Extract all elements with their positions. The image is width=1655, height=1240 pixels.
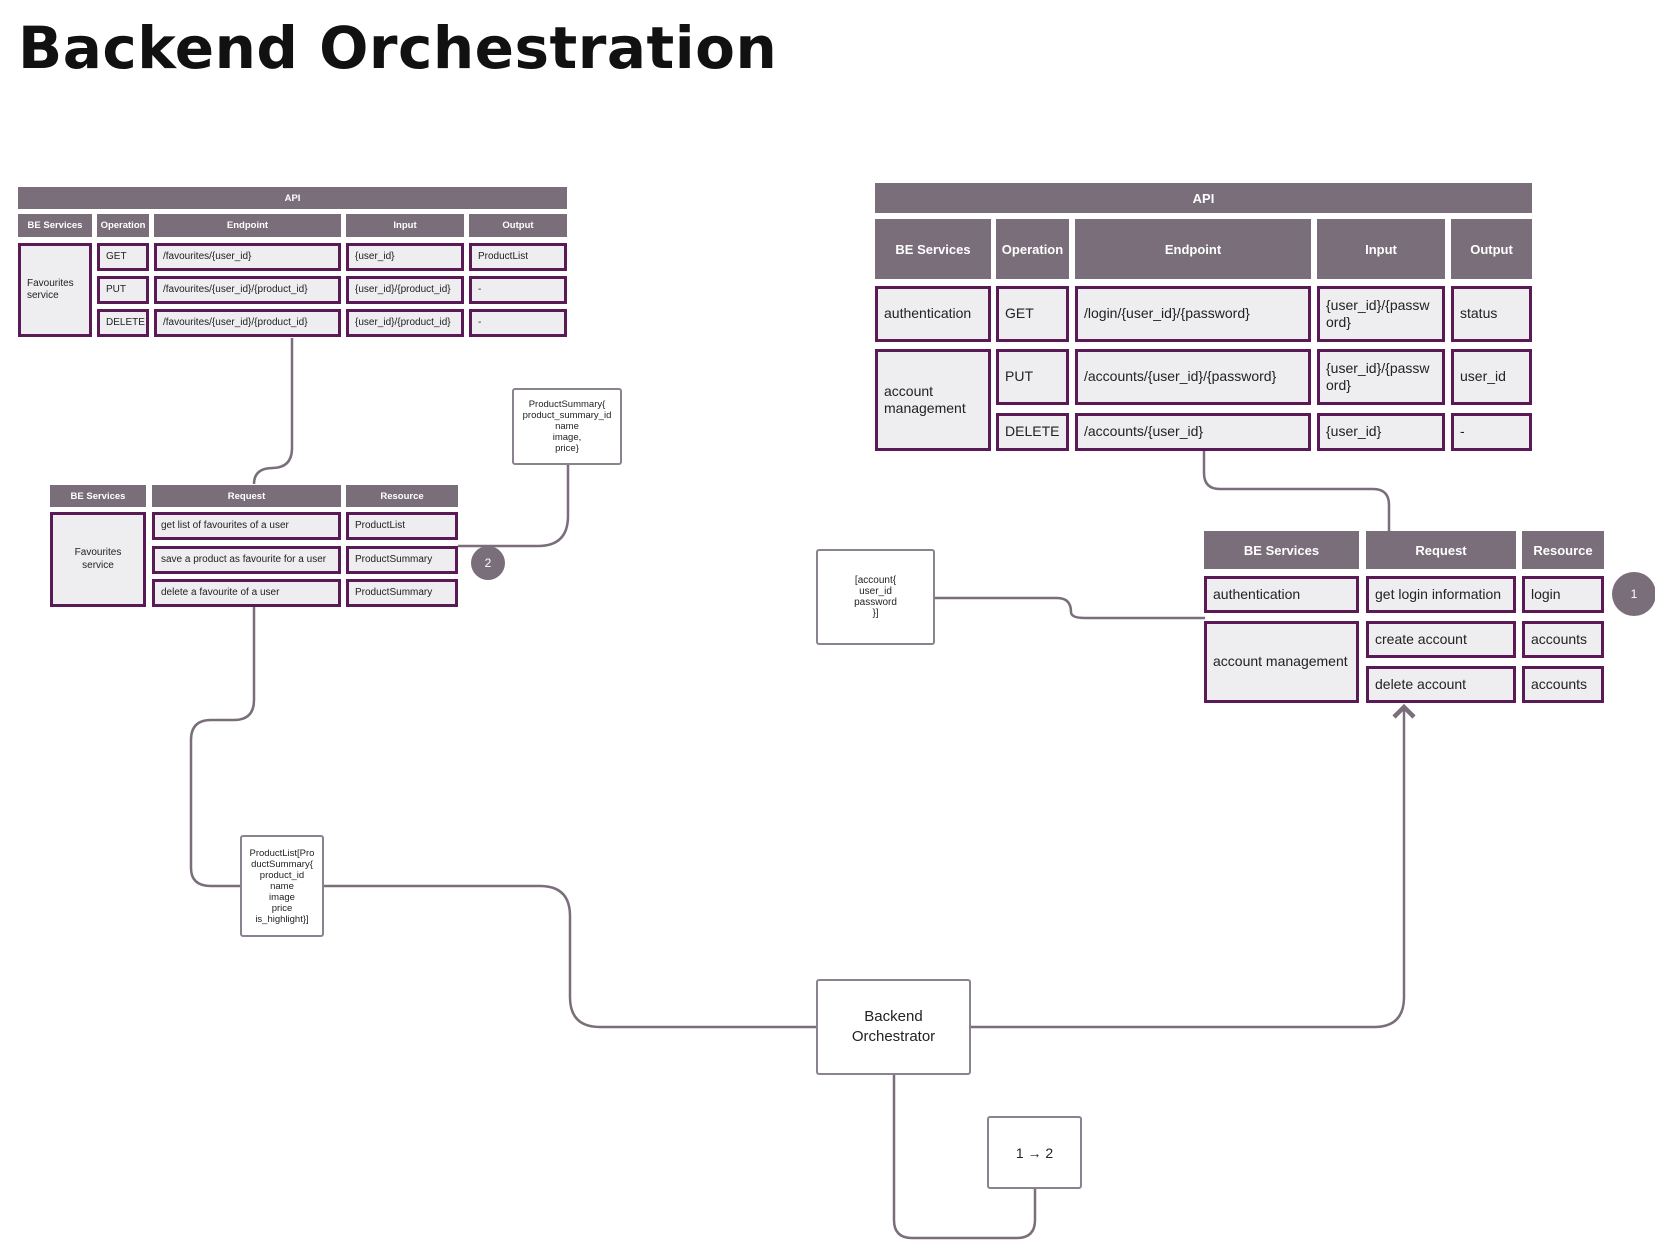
acc-api-service-authentication: authentication bbox=[875, 286, 991, 342]
fav-api-header-services: BE Services bbox=[18, 214, 92, 237]
fav-req-resource-delete: ProductSummary bbox=[346, 579, 458, 607]
fav-api-service: Favourites service bbox=[18, 243, 92, 337]
product-summary-note: ProductSummary{ product_summary_id name … bbox=[512, 388, 622, 465]
fav-api-input-get: {user_id} bbox=[346, 243, 464, 271]
acc-req-resource-login: login bbox=[1522, 576, 1604, 613]
fav-api-op-delete: DELETE bbox=[97, 309, 149, 337]
fav-req-service: Favourites service bbox=[50, 512, 146, 607]
acc-api-input-delete: {user_id} bbox=[1317, 413, 1445, 451]
connector-orchestrator-to-accounts bbox=[971, 703, 1416, 1029]
acc-api-endpoint-delete: /accounts/{user_id} bbox=[1075, 413, 1311, 451]
account-note: [account{ user_id password }] bbox=[816, 549, 935, 645]
fav-api-output-get: ProductList bbox=[469, 243, 567, 271]
fav-api-title: API bbox=[18, 187, 567, 209]
fav-req-request-save: save a product as favourite for a user bbox=[152, 546, 341, 574]
fav-api-header-operation: Operation bbox=[97, 214, 149, 237]
step-badge-2: 2 bbox=[471, 546, 505, 580]
page-title: Backend Orchestration bbox=[18, 14, 778, 82]
fav-req-resource-get: ProductList bbox=[346, 512, 458, 540]
connector-account-note bbox=[935, 596, 1205, 620]
fav-api-input-delete: {user_id}/{product_id} bbox=[346, 309, 464, 337]
fav-api-input-put: {user_id}/{product_id} bbox=[346, 276, 464, 304]
fav-api-header-endpoint: Endpoint bbox=[154, 214, 341, 237]
step-badge-1: 1 bbox=[1612, 572, 1655, 616]
acc-api-output-get: status bbox=[1451, 286, 1532, 342]
connector-productsummary bbox=[458, 464, 570, 548]
acc-api-header-input: Input bbox=[1317, 219, 1445, 279]
acc-req-service-management: account management bbox=[1204, 621, 1359, 703]
fav-api-endpoint-get: /favourites/{user_id} bbox=[154, 243, 341, 271]
connector-orchestrator-to-sequence bbox=[892, 1075, 1037, 1240]
acc-api-header-services: BE Services bbox=[875, 219, 991, 279]
acc-req-resource-create: accounts bbox=[1522, 621, 1604, 658]
connector-productlist-to-orchestrator bbox=[324, 884, 816, 1029]
fav-req-resource-save: ProductSummary bbox=[346, 546, 458, 574]
acc-api-op-delete: DELETE bbox=[996, 413, 1069, 451]
acc-req-header-resource: Resource bbox=[1522, 531, 1604, 569]
connector-fav-requests-to-productlist bbox=[189, 606, 256, 888]
product-list-note: ProductList[Pro ductSummary{ product_id … bbox=[240, 835, 324, 937]
fav-api-header-output: Output bbox=[469, 214, 567, 237]
acc-req-resource-delete: accounts bbox=[1522, 666, 1604, 703]
acc-req-request-create: create account bbox=[1366, 621, 1516, 658]
acc-api-output-put: user_id bbox=[1451, 349, 1532, 405]
fav-req-request-delete: delete a favourite of a user bbox=[152, 579, 341, 607]
fav-api-output-delete: - bbox=[469, 309, 567, 337]
acc-api-header-operation: Operation bbox=[996, 219, 1069, 279]
connector-fav-api-to-requests bbox=[252, 338, 294, 485]
acc-api-output-delete: - bbox=[1451, 413, 1532, 451]
backend-orchestrator-box: Backend Orchestrator bbox=[816, 979, 971, 1075]
fav-api-endpoint-delete: /favourites/{user_id}/{product_id} bbox=[154, 309, 341, 337]
acc-api-op-get: GET bbox=[996, 286, 1069, 342]
acc-req-request-delete: delete account bbox=[1366, 666, 1516, 703]
fav-api-op-put: PUT bbox=[97, 276, 149, 304]
fav-api-op-get: GET bbox=[97, 243, 149, 271]
fav-req-header-resource: Resource bbox=[346, 485, 458, 507]
acc-api-endpoint-get: /login/{user_id}/{password} bbox=[1075, 286, 1311, 342]
fav-req-header-request: Request bbox=[152, 485, 341, 507]
acc-api-endpoint-put: /accounts/{user_id}/{password} bbox=[1075, 349, 1311, 405]
acc-api-input-get: {user_id}/{passw ord} bbox=[1317, 286, 1445, 342]
fav-api-header-input: Input bbox=[346, 214, 464, 237]
acc-req-header-services: BE Services bbox=[1204, 531, 1359, 569]
acc-api-header-output: Output bbox=[1451, 219, 1532, 279]
acc-api-service-management: account management bbox=[875, 349, 991, 451]
sequence-box: 1 → 2 bbox=[987, 1116, 1082, 1189]
acc-api-input-put: {user_id}/{passw ord} bbox=[1317, 349, 1445, 405]
acc-req-service-authentication: authentication bbox=[1204, 576, 1359, 613]
acc-api-header-endpoint: Endpoint bbox=[1075, 219, 1311, 279]
acc-req-header-request: Request bbox=[1366, 531, 1516, 569]
acc-api-op-put: PUT bbox=[996, 349, 1069, 405]
connector-acc-api-to-requests bbox=[1202, 451, 1391, 531]
acc-req-request-login: get login information bbox=[1366, 576, 1516, 613]
fav-req-request-get: get list of favourites of a user bbox=[152, 512, 341, 540]
acc-api-title: API bbox=[875, 183, 1532, 213]
fav-api-endpoint-put: /favourites/{user_id}/{product_id} bbox=[154, 276, 341, 304]
fav-req-header-services: BE Services bbox=[50, 485, 146, 507]
fav-api-output-put: - bbox=[469, 276, 567, 304]
